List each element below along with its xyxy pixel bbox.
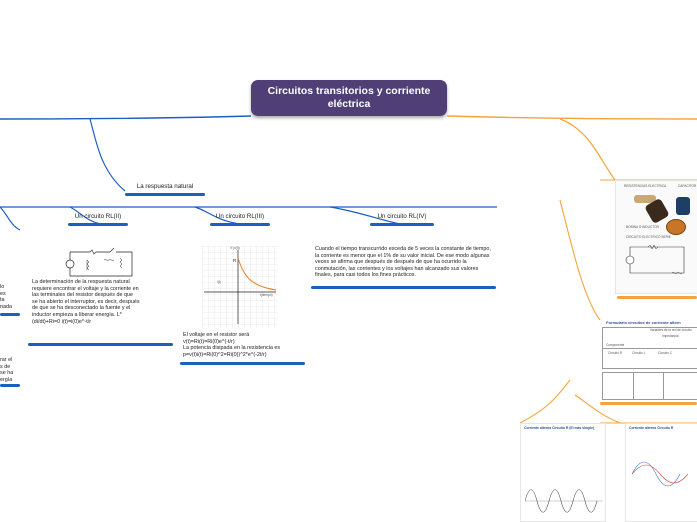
- left-partial-top-3: ta: [0, 297, 5, 304]
- left-partial-bottom-bar: [0, 384, 20, 387]
- rl4-node[interactable]: Un circuito RL(IV): [370, 213, 434, 220]
- formulario-sub-1: Variables de la red de circuito: [650, 328, 692, 332]
- rl-circuit-image: [60, 244, 142, 284]
- rl3-label: Un circuito RL(III): [215, 213, 265, 220]
- formulario-underline: [600, 402, 697, 405]
- left-partial-top: lo es ta nada: [0, 284, 16, 310]
- rl3-bar: [210, 223, 270, 226]
- rl2-node[interactable]: Un circuito RL(II): [68, 213, 128, 220]
- central-topic-text: Circuitos transitorios y corriente eléct…: [267, 85, 431, 110]
- rl2-description: La determinación de la respuesta natural…: [32, 279, 140, 325]
- central-topic[interactable]: Circuitos transitorios y corriente eléct…: [251, 80, 447, 116]
- ac-circuit-r-image: Corriente alterna Circuito R (El más sim…: [520, 423, 606, 522]
- left-partial-bottom-1: rar el: [0, 357, 13, 363]
- components-label-resistor: RESISTENCIAS ELECTRICA: [624, 184, 667, 188]
- formulario-title: Formulario circuitos de corriente altern: [606, 320, 681, 325]
- graph-i-label: i(t): [217, 280, 221, 284]
- components-label-capacitor: CAPACITOR: [678, 184, 697, 188]
- connector-right-1: [559, 118, 616, 181]
- formulario-sub-5: Circuito L: [632, 351, 646, 355]
- rl3-description: El voltaje en el resistor será v(t)=Ri(t…: [183, 332, 281, 358]
- formulario-image: Formulario circuitos de corriente altern…: [600, 320, 697, 372]
- rl3-node[interactable]: Un circuito RL(III): [210, 213, 270, 220]
- rl4-description-underline: [311, 286, 496, 289]
- left-partial-top-4: nada: [0, 303, 12, 310]
- left-partial-bottom-3: se ha: [0, 370, 14, 377]
- formulario-columns: [602, 372, 697, 400]
- left-partial-top-bar: [0, 313, 20, 316]
- ac-circuit-r2-image: Corriente alterna Circuito R: [625, 423, 697, 522]
- formulario-sub-6: Circuito C: [658, 351, 672, 355]
- graph-x-label: t(tiempo): [260, 293, 273, 297]
- graph-y-label: V (v(t)): [230, 246, 240, 250]
- ac-title-2: Corriente alterna Circuito R: [629, 426, 674, 430]
- components-label-inductor: BOBINA O INDUCTOR: [626, 225, 659, 229]
- rl4-description: Cuando el tiempo transcurrido exceda de …: [315, 246, 491, 279]
- left-partial-bottom-4: ergía: [0, 376, 13, 383]
- rl4-bar: [370, 223, 434, 226]
- connector-right-2: [559, 199, 601, 321]
- natural-response-bar: [125, 193, 205, 196]
- left-partial-top-1: lo: [0, 284, 5, 290]
- formulario-sub-2: Impedancia: [662, 334, 679, 338]
- left-partial-bottom-2: s de: [0, 363, 11, 370]
- rl4-label: Un circuito RL(IV): [377, 213, 427, 220]
- natural-response-label: La respuesta natural: [136, 183, 194, 190]
- natural-response-node[interactable]: La respuesta natural: [125, 183, 205, 190]
- left-partial-top-2: es: [0, 290, 6, 297]
- rl2-bar: [68, 223, 128, 226]
- left-partial-bottom: rar el s de se ha ergía: [0, 357, 18, 383]
- components-label-circuit: CIRCUITO ELECTRICO SERIE: [626, 235, 671, 239]
- components-underline: [617, 296, 697, 299]
- formulario-sub-3: Componente: [606, 343, 625, 347]
- response-graph: V (v(t)) R i(t) t(tiempo): [202, 246, 278, 328]
- connector-right-main: [446, 115, 697, 120]
- formulario-sub-4: Circuito R: [608, 351, 622, 355]
- rl2-label: Un circuito RL(II): [74, 213, 122, 220]
- rl2-description-underline: [28, 343, 173, 346]
- rl3-description-underline: [180, 362, 305, 365]
- decay-curve: [237, 257, 277, 291]
- components-image: RESISTENCIAS ELECTRICA CAPACITOR BOBINA …: [615, 180, 697, 294]
- connector-left-main: [0, 115, 252, 120]
- connector-to-natural: [89, 118, 126, 192]
- graph-r-label: R: [233, 258, 237, 263]
- ac-title-1: Corriente alterna Circuito R (El más sim…: [524, 426, 595, 430]
